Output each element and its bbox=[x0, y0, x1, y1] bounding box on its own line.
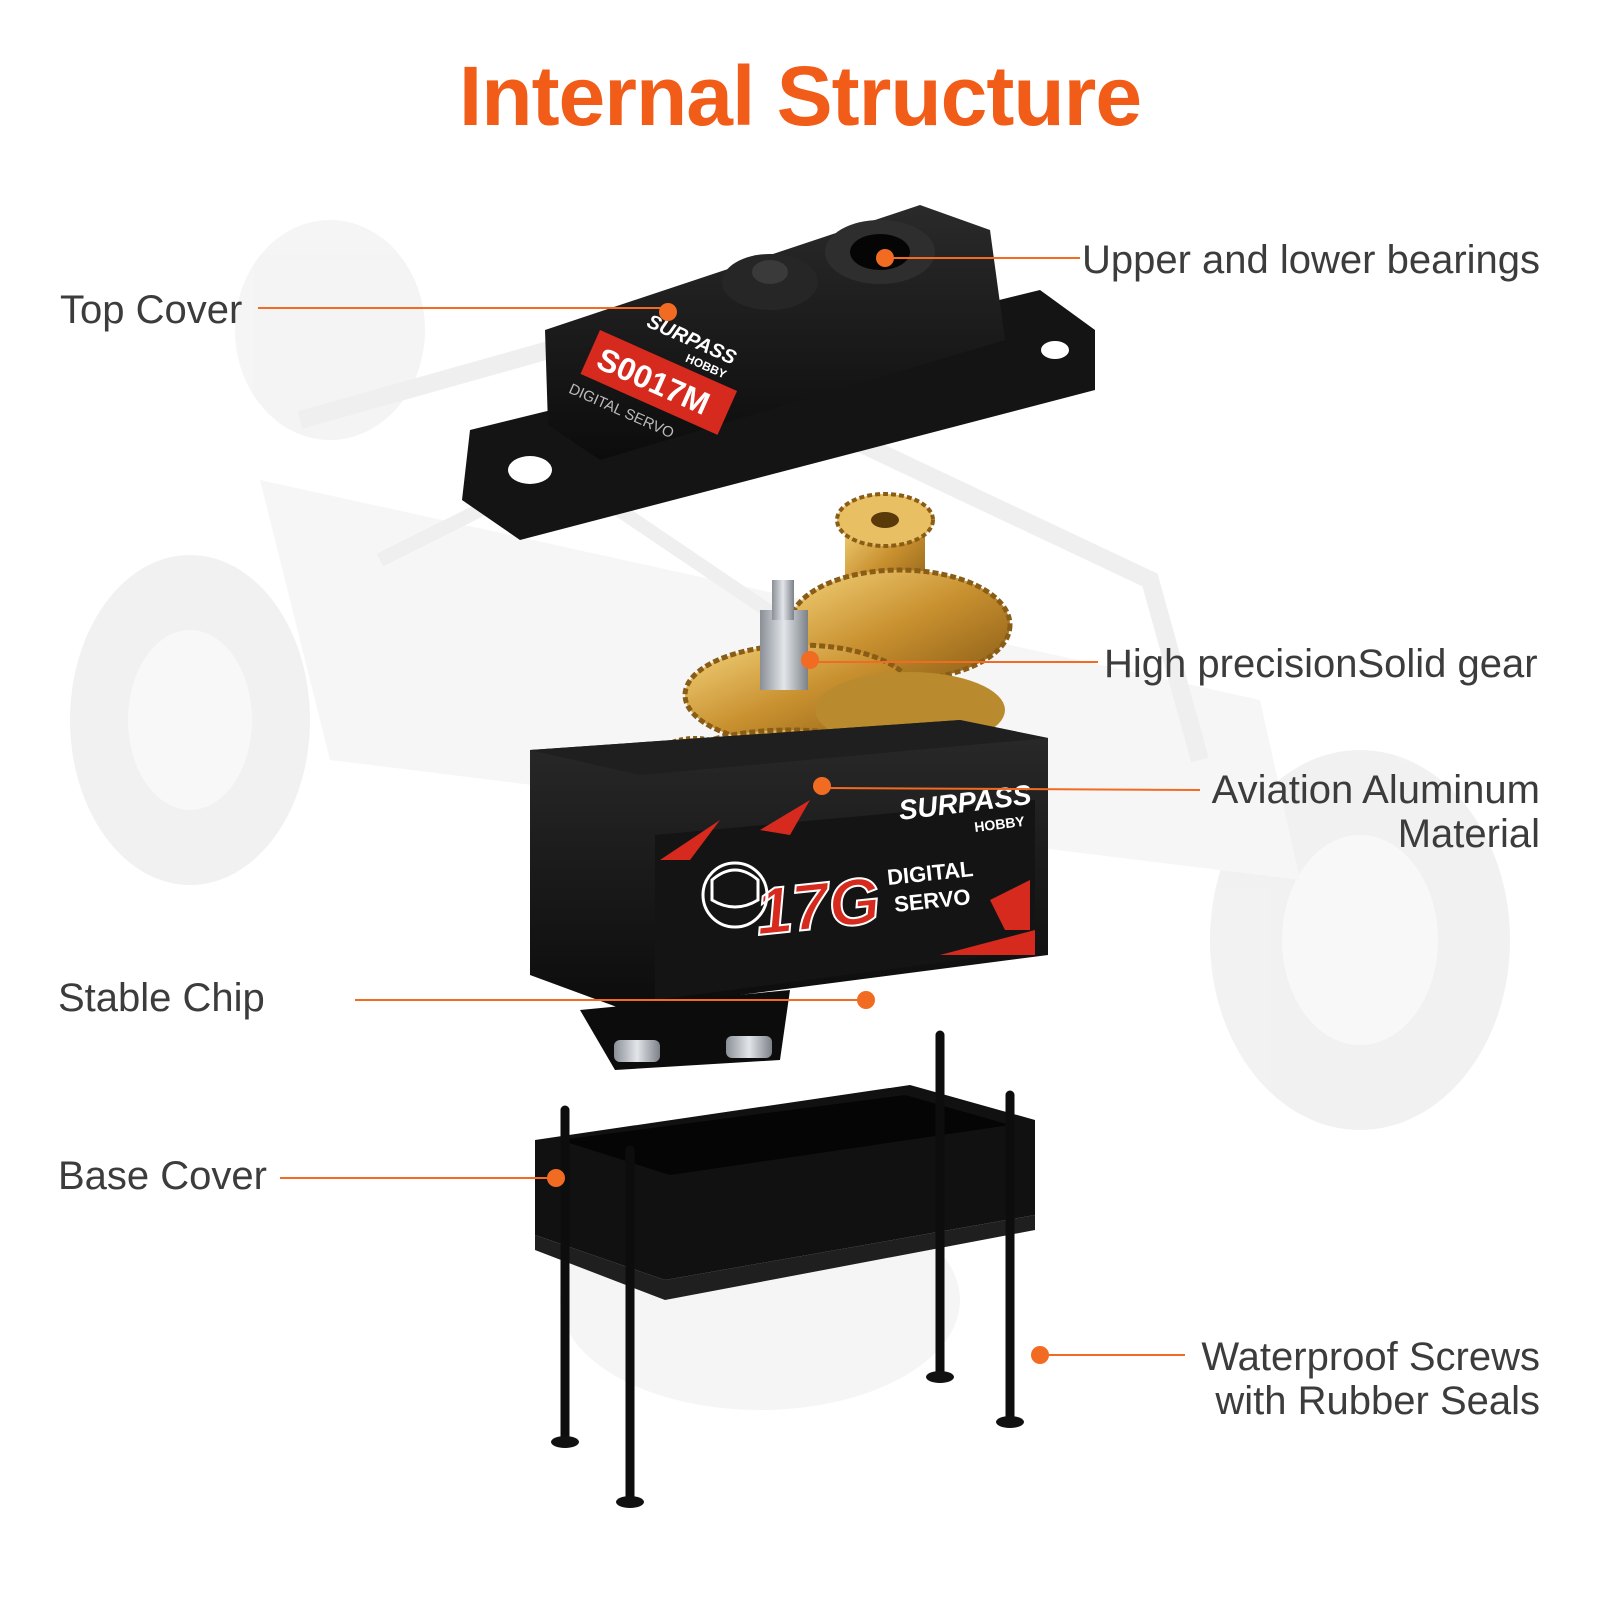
callout-base-cover: Base Cover bbox=[58, 1154, 267, 1198]
callout-gear: High precisionSolid gear bbox=[1104, 642, 1538, 686]
base-cover-part bbox=[535, 1085, 1035, 1300]
callout-leaders bbox=[258, 249, 1201, 1364]
callout-bearings: Upper and lower bearings bbox=[1082, 238, 1541, 282]
fist-emblem-icon bbox=[701, 861, 769, 929]
callout-screws-line1: Waterproof Screws bbox=[1201, 1335, 1540, 1379]
callout-screws-line2: with Rubber Seals bbox=[1215, 1379, 1540, 1423]
body-brand-sub-label: HOBBY bbox=[973, 813, 1026, 835]
body-weight-label: 17G bbox=[752, 862, 884, 949]
waterproof-screws-part bbox=[551, 1030, 1024, 1508]
top-cover-part: S0017M DIGITAL SERVO SURPASS HOBBY bbox=[462, 205, 1095, 540]
page-title: Internal Structure bbox=[458, 49, 1142, 143]
callout-aluminum: Aviation Aluminum Material bbox=[1200, 768, 1540, 856]
callout-top-cover: Top Cover bbox=[60, 288, 243, 332]
callout-chip: Stable Chip bbox=[58, 976, 265, 1020]
callout-screws: Waterproof Screws with Rubber Seals bbox=[1160, 1335, 1540, 1423]
callout-aluminum-line2: Material bbox=[1397, 812, 1540, 856]
servo-body-part: SURPASS HOBBY 17G DIGITAL SERVO MAX. TOR… bbox=[530, 720, 1048, 1070]
callout-aluminum-line1: Aviation Aluminum bbox=[1211, 768, 1540, 812]
